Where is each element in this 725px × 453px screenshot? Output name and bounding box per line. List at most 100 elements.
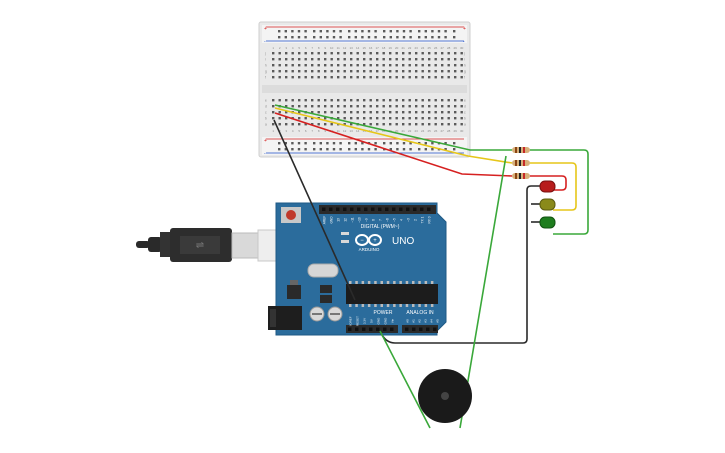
rail-hole[interactable]	[367, 148, 371, 151]
breadboard-hole[interactable]	[402, 64, 405, 67]
rail-hole[interactable]	[424, 30, 427, 33]
breadboard-hole[interactable]	[434, 70, 437, 73]
breadboard-hole[interactable]	[285, 105, 288, 108]
breadboard-hole[interactable]	[454, 64, 457, 67]
breadboard-hole[interactable]	[330, 64, 333, 67]
breadboard-hole[interactable]	[324, 123, 327, 126]
breadboard-hole[interactable]	[421, 123, 424, 126]
breadboard-hole[interactable]	[272, 105, 275, 108]
digital-pin-hole[interactable]	[371, 207, 375, 212]
breadboard-hole[interactable]	[337, 58, 340, 61]
breadboard-hole[interactable]	[434, 64, 437, 67]
digital-pin-hole[interactable]	[350, 207, 354, 212]
breadboard-hole[interactable]	[376, 123, 379, 126]
breadboard-hole[interactable]	[441, 117, 444, 120]
rail-hole[interactable]	[431, 142, 434, 145]
breadboard-hole[interactable]	[441, 76, 444, 79]
breadboard-hole[interactable]	[298, 99, 301, 102]
rail-hole[interactable]	[444, 142, 447, 145]
breadboard-hole[interactable]	[304, 64, 307, 67]
breadboard-hole[interactable]	[298, 52, 301, 55]
breadboard-hole[interactable]	[363, 58, 366, 61]
breadboard-hole[interactable]	[311, 123, 314, 126]
breadboard-hole[interactable]	[460, 105, 463, 108]
breadboard-hole[interactable]	[428, 111, 431, 114]
breadboard-hole[interactable]	[389, 117, 392, 120]
breadboard-hole[interactable]	[447, 70, 450, 73]
breadboard-hole[interactable]	[395, 70, 398, 73]
rail-hole[interactable]	[304, 142, 307, 145]
breadboard-hole[interactable]	[311, 64, 314, 67]
breadboard-hole[interactable]	[272, 117, 275, 120]
resistor[interactable]	[512, 160, 530, 166]
red-led-wire[interactable]	[530, 175, 567, 191]
breadboard-hole[interactable]	[382, 123, 385, 126]
breadboard-hole[interactable]	[350, 123, 353, 126]
breadboard-hole[interactable]	[415, 52, 418, 55]
breadboard-hole[interactable]	[285, 111, 288, 114]
rail-hole[interactable]	[284, 142, 287, 145]
breadboard-hole[interactable]	[278, 99, 281, 102]
rail-hole[interactable]	[284, 148, 287, 151]
rail-hole[interactable]	[402, 36, 406, 39]
breadboard-hole[interactable]	[298, 76, 301, 79]
ground-wire[interactable]	[379, 185, 540, 344]
breadboard-hole[interactable]	[369, 99, 372, 102]
breadboard-hole[interactable]	[324, 64, 327, 67]
red-wire[interactable]	[274, 112, 513, 177]
breadboard-hole[interactable]	[317, 99, 320, 102]
breadboard-hole[interactable]	[447, 52, 450, 55]
breadboard-hole[interactable]	[304, 99, 307, 102]
breadboard-hole[interactable]	[356, 117, 359, 120]
breadboard-hole[interactable]	[317, 123, 320, 126]
rail-hole[interactable]	[339, 142, 342, 145]
breadboard-hole[interactable]	[291, 99, 294, 102]
rail-hole[interactable]	[326, 148, 329, 151]
rail-hole[interactable]	[383, 30, 386, 33]
breadboard-hole[interactable]	[441, 64, 444, 67]
breadboard-hole[interactable]	[330, 111, 333, 114]
breadboard-hole[interactable]	[447, 58, 450, 61]
breadboard-hole[interactable]	[285, 99, 288, 102]
breadboard-hole[interactable]	[447, 99, 450, 102]
breadboard-hole[interactable]	[421, 52, 424, 55]
breadboard-hole[interactable]	[376, 58, 379, 61]
rail-hole[interactable]	[374, 36, 377, 39]
breadboard-hole[interactable]	[428, 123, 431, 126]
rail-hole[interactable]	[278, 142, 281, 145]
rail-hole[interactable]	[361, 142, 364, 145]
breadboard-hole[interactable]	[454, 111, 457, 114]
breadboard-hole[interactable]	[350, 64, 353, 67]
rail-hole[interactable]	[361, 148, 364, 151]
rail-hole[interactable]	[402, 148, 406, 151]
breadboard-hole[interactable]	[402, 111, 405, 114]
breadboard-hole[interactable]	[285, 52, 288, 55]
rail-hole[interactable]	[367, 36, 371, 39]
rail-hole[interactable]	[374, 142, 377, 145]
breadboard-hole[interactable]	[389, 111, 392, 114]
breadboard-hole[interactable]	[369, 58, 372, 61]
breadboard-hole[interactable]	[428, 52, 431, 55]
rail-hole[interactable]	[444, 30, 447, 33]
breadboard-hole[interactable]	[285, 58, 288, 61]
rail-hole[interactable]	[319, 148, 322, 151]
breadboard-hole[interactable]	[330, 99, 333, 102]
breadboard-hole[interactable]	[421, 117, 424, 120]
breadboard-hole[interactable]	[460, 52, 463, 55]
breadboard-hole[interactable]	[454, 105, 457, 108]
breadboard-hole[interactable]	[395, 64, 398, 67]
rail-hole[interactable]	[396, 148, 399, 151]
rail-hole[interactable]	[339, 148, 342, 151]
breadboard-hole[interactable]	[402, 76, 405, 79]
breadboard-hole[interactable]	[441, 70, 444, 73]
breadboard-hole[interactable]	[389, 58, 392, 61]
breadboard-hole[interactable]	[272, 52, 275, 55]
breadboard-hole[interactable]	[337, 76, 340, 79]
breadboard-hole[interactable]	[408, 58, 411, 61]
digital-pin-hole[interactable]	[427, 207, 431, 212]
breadboard-hole[interactable]	[376, 105, 379, 108]
breadboard-hole[interactable]	[395, 52, 398, 55]
digital-pin-hole[interactable]	[322, 207, 326, 212]
wires[interactable]	[273, 104, 589, 429]
